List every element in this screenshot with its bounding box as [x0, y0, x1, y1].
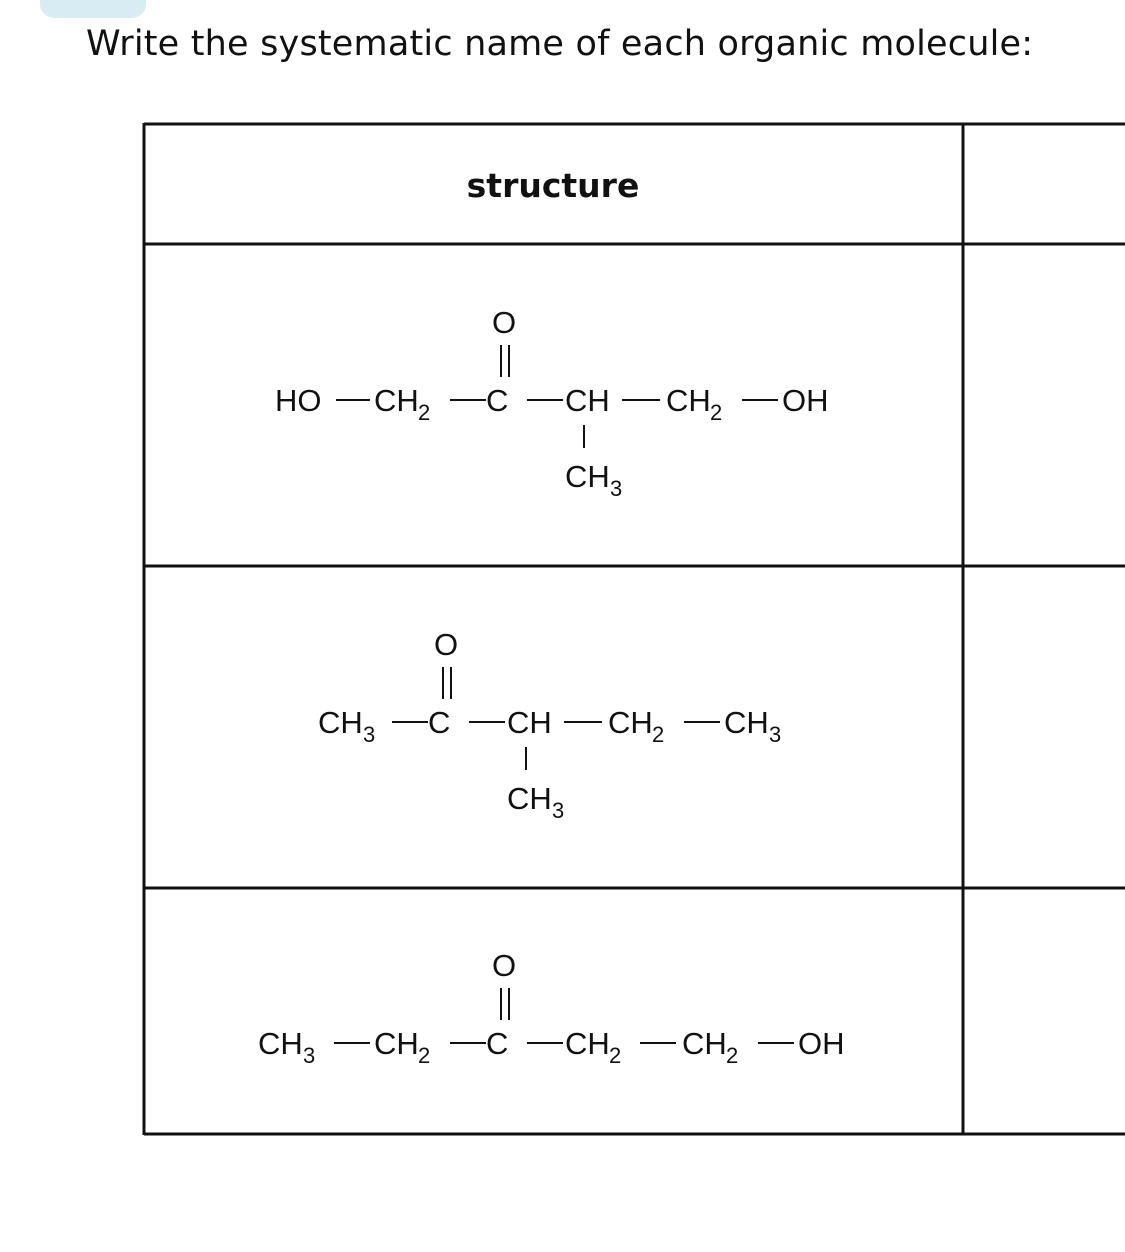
top-tab-decoration: [40, 0, 146, 18]
branch-methyl: CH: [565, 459, 610, 494]
atom-label: OH: [798, 1026, 845, 1061]
atom-label: HO: [275, 383, 322, 418]
atom-label: CH: [318, 705, 363, 740]
molecule-3: CH 3 CH 2 C CH 2 CH 2 OH O: [258, 948, 845, 1068]
question-prompt: Write the systematic name of each organi…: [86, 24, 1034, 64]
carbonyl-oxygen: O: [434, 627, 458, 662]
atom-label: C: [428, 705, 450, 740]
atom-label: CH: [507, 705, 552, 740]
column-header-structure: structure: [466, 166, 640, 205]
subscript: 2: [710, 400, 722, 425]
molecule-2: CH 3 C CH CH 2 CH 3 O CH 3: [318, 627, 781, 823]
atom-label: CH: [608, 705, 653, 740]
atom-label: CH: [374, 383, 419, 418]
atom-label: C: [486, 383, 508, 418]
atom-label: CH: [565, 383, 610, 418]
molecule-1: HO CH 2 C CH CH 2 OH O CH 3: [275, 305, 829, 501]
subscript: 2: [609, 1043, 621, 1068]
carbonyl-oxygen: O: [492, 305, 516, 340]
subscript: 2: [418, 1043, 430, 1068]
atom-label: CH: [258, 1026, 303, 1061]
atom-label: CH: [724, 705, 769, 740]
subscript: 2: [418, 400, 430, 425]
carbonyl-oxygen: O: [492, 948, 516, 983]
subscript: 3: [303, 1043, 315, 1068]
atom-label: OH: [782, 383, 829, 418]
branch-methyl: CH: [507, 781, 552, 816]
subscript: 3: [363, 722, 375, 747]
subscript: 2: [652, 722, 664, 747]
subscript: 3: [610, 476, 622, 501]
atom-label: C: [486, 1026, 508, 1061]
subscript: 3: [552, 798, 564, 823]
subscript: 3: [769, 722, 781, 747]
atom-label: CH: [565, 1026, 610, 1061]
atom-label: CH: [682, 1026, 727, 1061]
atom-label: CH: [374, 1026, 419, 1061]
table-grid: [142, 122, 1125, 1136]
atom-label: CH: [666, 383, 711, 418]
subscript: 2: [726, 1043, 738, 1068]
